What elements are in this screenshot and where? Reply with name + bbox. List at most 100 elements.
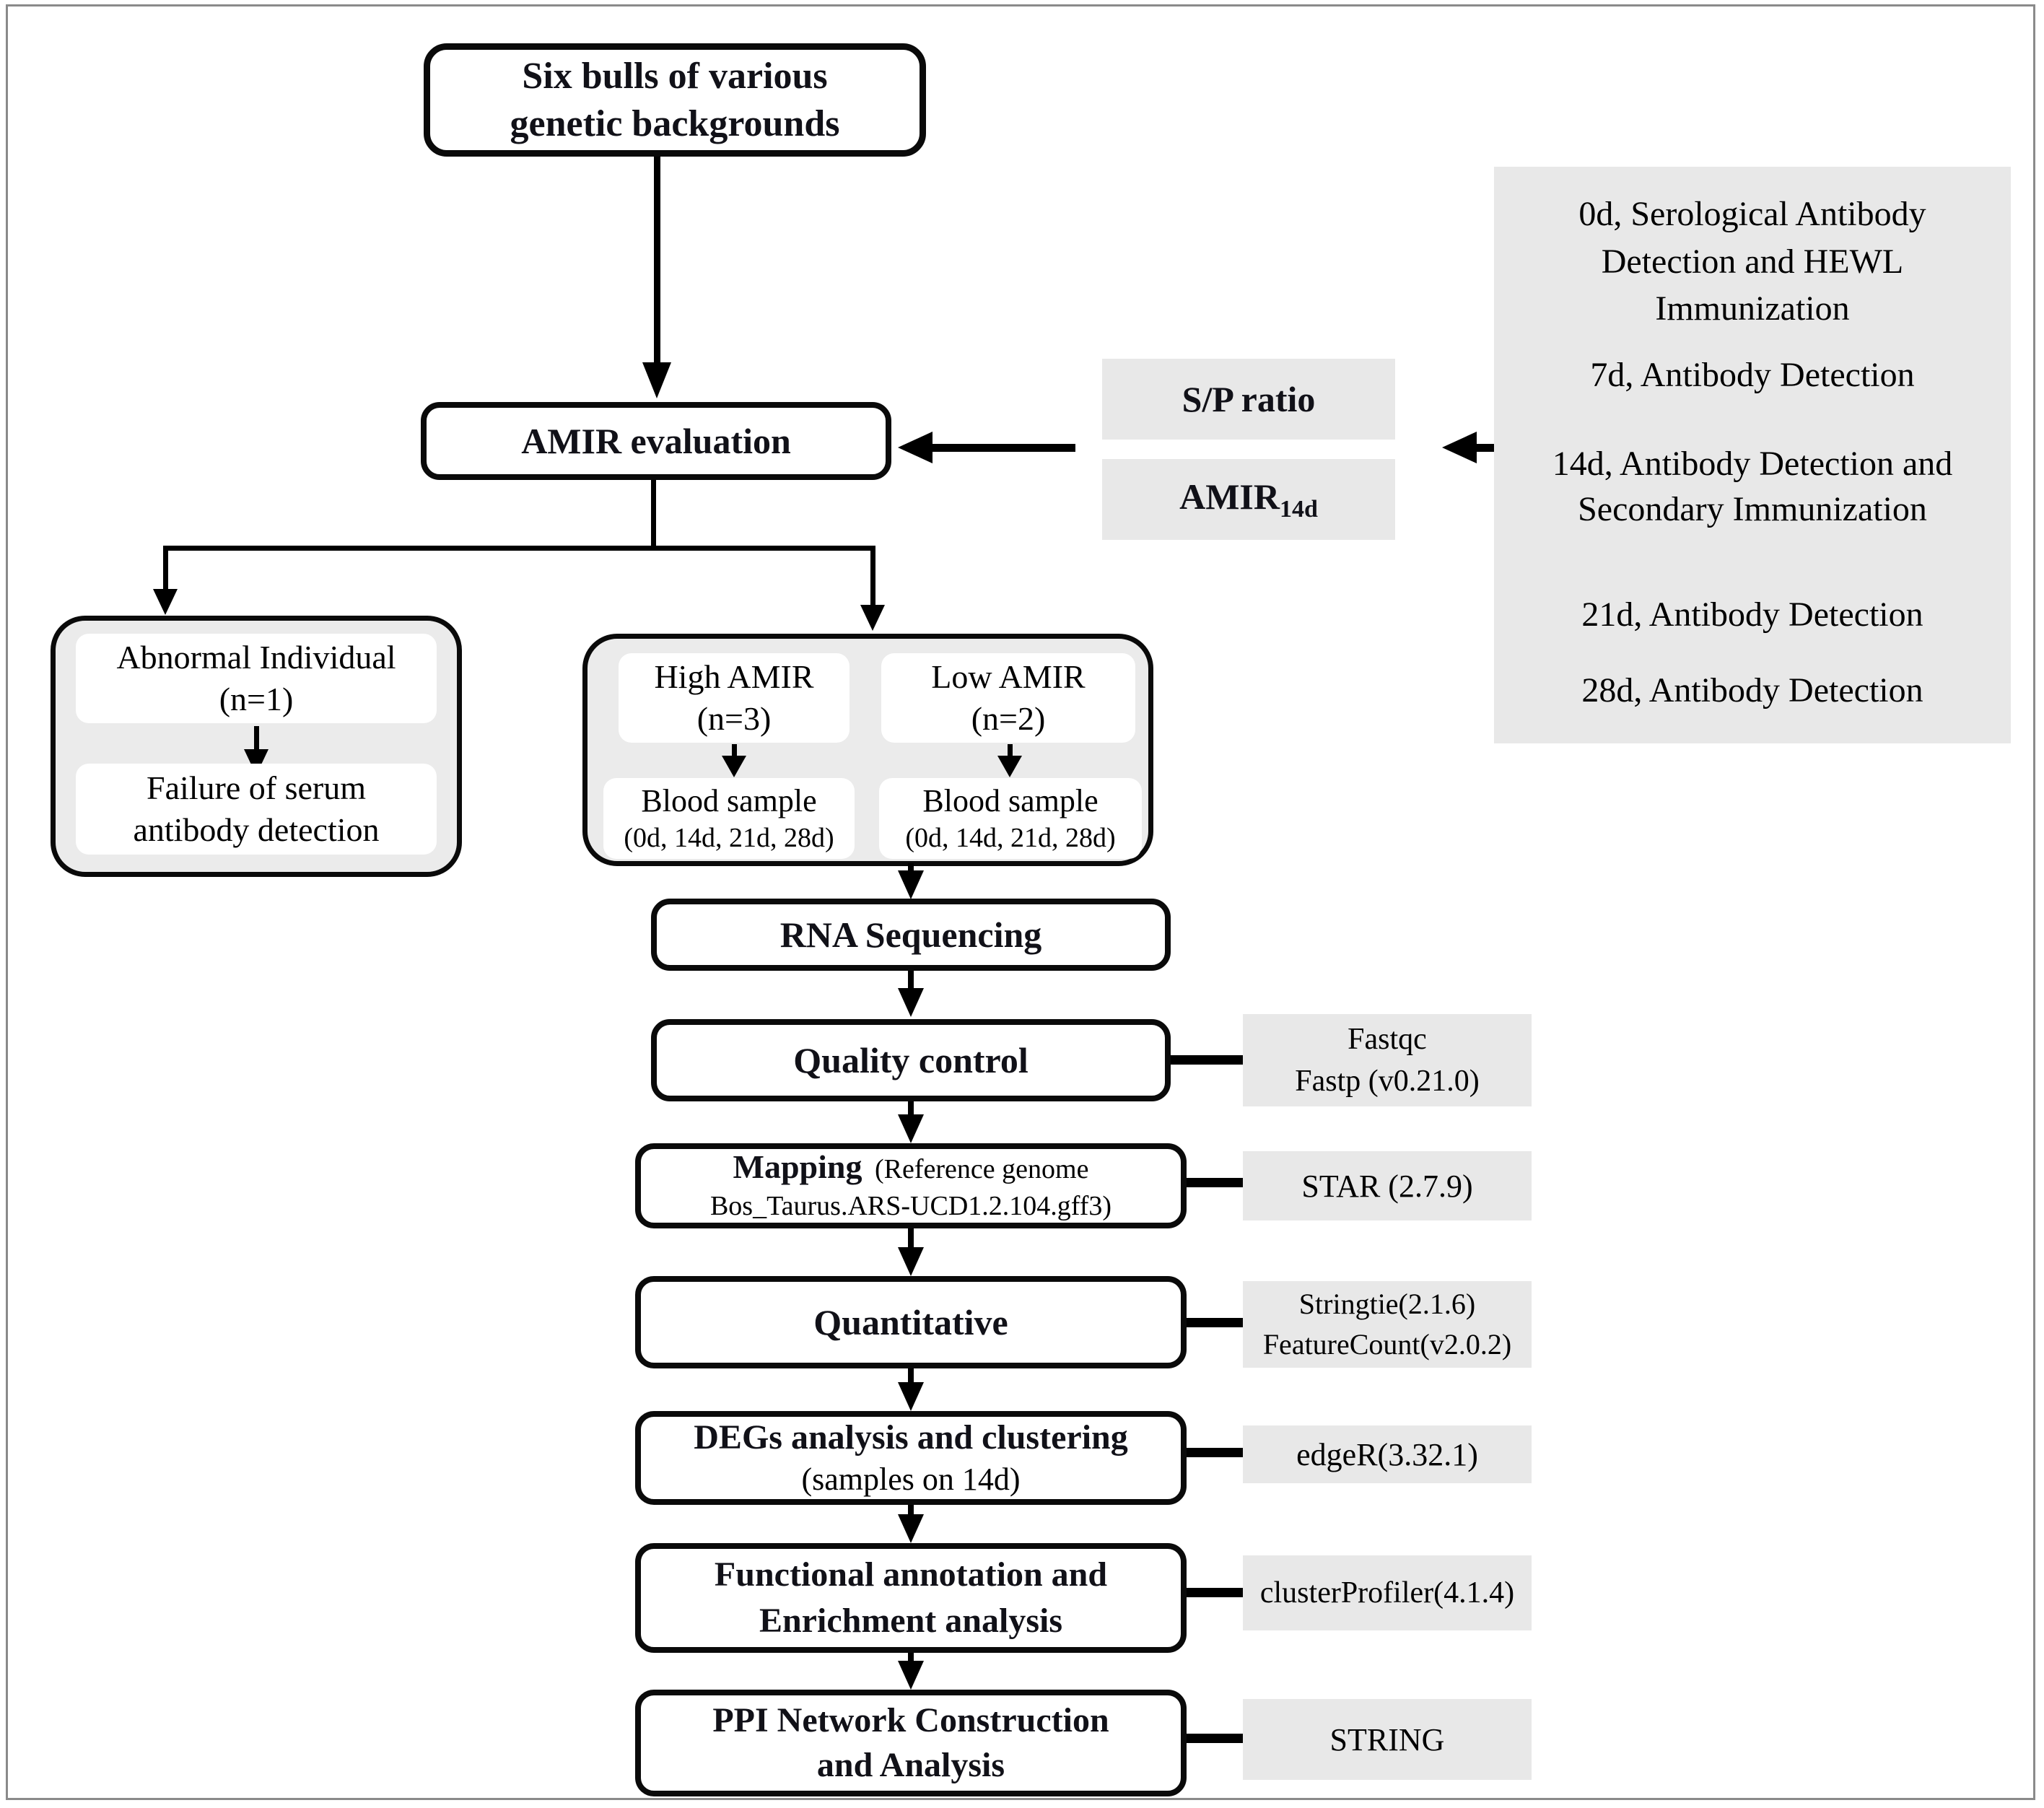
timeline-line-1: Detection and HEWL — [1601, 243, 1904, 281]
amir14d-base: AMIR — [1179, 476, 1280, 517]
low-amir-line1: Low AMIR — [931, 658, 1086, 695]
tool-fastqc-line2: Fastp (v0.21.0) — [1295, 1065, 1480, 1098]
node-rna-label: RNA Sequencing — [779, 914, 1042, 955]
node-low-amir: Low AMIR (n=2) — [881, 653, 1135, 743]
node-six-bulls-line1: Six bulls of various — [522, 55, 828, 97]
arrow-qc-to-map-shaft — [908, 1101, 914, 1116]
arrow-qc-to-map-head — [898, 1114, 924, 1143]
arrow-split-left-head — [153, 589, 178, 615]
connector-degs-tool — [1187, 1448, 1246, 1457]
node-functional-line1: Functional annotation and — [714, 1555, 1108, 1594]
arrow-sp-to-amir-head — [898, 432, 933, 463]
figure-border — [6, 4, 2035, 1800]
node-quantitative: Quantitative — [635, 1276, 1187, 1368]
node-six-bulls: Six bulls of various genetic backgrounds — [424, 43, 926, 157]
node-sp-ratio-label: S/P ratio — [1182, 379, 1316, 419]
tool-stringtie-line1: Stringtie(2.1.6) — [1298, 1288, 1476, 1320]
node-functional-line2: Enrichment analysis — [759, 1602, 1063, 1640]
blood-high-line1: Blood sample — [641, 783, 817, 818]
mapping-label-bold: Mapping — [733, 1148, 862, 1185]
node-amir-evaluation: AMIR evaluation — [421, 402, 891, 480]
tool-fastqc-line1: Fastqc — [1348, 1023, 1427, 1056]
node-quality-control: Quality control — [651, 1019, 1171, 1101]
failure-line2: antibody detection — [133, 811, 380, 848]
arrow-rna-to-qc-shaft — [908, 971, 914, 991]
arrow-panel-to-sp-head — [1442, 432, 1477, 463]
connector-map-tool — [1187, 1178, 1246, 1187]
connector-func-tool — [1187, 1588, 1246, 1597]
blood-low-line2: (0d, 14d, 21d, 28d) — [905, 823, 1116, 853]
arrow-low-blood-head — [997, 756, 1022, 777]
arrow-sixbulls-to-amir-head — [642, 362, 671, 398]
arrow-quant-to-degs-head — [898, 1382, 924, 1411]
split-right-drop — [870, 546, 875, 606]
arrow-split-right-head — [860, 605, 885, 631]
connector-qc-tool — [1171, 1055, 1246, 1065]
group-amir-levels: High AMIR (n=3) Low AMIR (n=2) Blood sam… — [582, 634, 1153, 866]
arrow-func-to-ppi-head — [898, 1661, 924, 1690]
arrow-degs-to-func-shaft — [908, 1505, 914, 1516]
node-mapping-line2: Bos_Taurus.ARS-UCD1.2.104.gff3) — [709, 1190, 1112, 1221]
node-functional: Functional annotation and Enrichment ana… — [635, 1543, 1187, 1653]
arrow-low-blood-shaft — [1008, 744, 1013, 757]
blood-low-line1: Blood sample — [922, 783, 1099, 818]
arrow-degs-to-func-head — [898, 1514, 924, 1543]
connector-ppi-tool — [1187, 1734, 1246, 1743]
arrow-group-to-rna-head — [898, 870, 924, 899]
arrow-sixbulls-to-amir-shaft — [654, 157, 660, 366]
failure-line1: Failure of serum — [146, 769, 367, 806]
timeline-line-5: Secondary Immunization — [1578, 490, 1927, 528]
arrow-high-blood-shaft — [732, 744, 737, 757]
node-ppi-line2: and Analysis — [816, 1746, 1005, 1784]
node-degs-line1: DEGs analysis and clustering — [694, 1418, 1128, 1457]
node-six-bulls-line2: genetic backgrounds — [510, 102, 840, 144]
split-horizontal — [163, 546, 875, 551]
tool-edger: edgeR(3.32.1) — [1243, 1425, 1532, 1483]
node-mapping: Mapping (Reference genome Bos_Taurus.ARS… — [635, 1143, 1187, 1228]
node-mapping-line1: Mapping (Reference genome — [733, 1148, 1089, 1188]
node-ppi-line1: PPI Network Construction — [712, 1701, 1109, 1739]
node-degs-line2: (samples on 14d) — [801, 1462, 1021, 1497]
arrow-func-to-ppi-shaft — [908, 1653, 914, 1663]
arrow-sp-to-amir-shaft — [931, 444, 1075, 452]
amir14d-subscript: 14d — [1279, 496, 1318, 523]
split-vertical-center — [651, 480, 656, 549]
node-sp-ratio: S/P ratio — [1102, 359, 1395, 440]
blood-high-line2: (0d, 14d, 21d, 28d) — [624, 823, 834, 853]
tool-string-label: STRING — [1329, 1721, 1445, 1757]
node-abnormal-individual: Abnormal Individual (n=1) — [76, 634, 437, 723]
tool-star-label: STAR (2.7.9) — [1301, 1168, 1473, 1204]
arrow-quant-to-degs-shaft — [908, 1368, 914, 1384]
tool-stringtie-line2: FeatureCount(v2.0.2) — [1262, 1328, 1512, 1361]
node-amir14d-label: AMIR14d — [1179, 476, 1318, 523]
high-amir-line1: High AMIR — [654, 658, 814, 695]
tool-clusterprofiler: clusterProfiler(4.1.4) — [1243, 1555, 1532, 1630]
arrow-high-blood-head — [722, 756, 746, 777]
arrow-rna-to-qc-head — [898, 988, 924, 1017]
node-ppi: PPI Network Construction and Analysis — [635, 1690, 1187, 1796]
connector-quant-tool — [1187, 1318, 1246, 1327]
arrow-map-to-quant-head — [898, 1247, 924, 1276]
low-amir-line2: (n=2) — [971, 700, 1046, 737]
node-blood-sample-high: Blood sample (0d, 14d, 21d, 28d) — [603, 778, 855, 859]
timeline-line-7: 28d, Antibody Detection — [1581, 671, 1923, 709]
tool-star: STAR (2.7.9) — [1243, 1151, 1532, 1220]
node-failure-detection: Failure of serum antibody detection — [76, 764, 437, 855]
tool-string: STRING — [1243, 1699, 1532, 1780]
node-high-amir: High AMIR (n=3) — [619, 653, 850, 743]
high-amir-line2: (n=3) — [696, 700, 772, 737]
tool-clusterprofiler-label: clusterProfiler(4.1.4) — [1259, 1576, 1515, 1610]
timeline-line-0: 0d, Serological Antibody — [1578, 195, 1926, 233]
node-quant-label: Quantitative — [813, 1302, 1008, 1342]
tool-stringtie: Stringtie(2.1.6) FeatureCount(v2.0.2) — [1243, 1281, 1532, 1368]
timeline-line-2: Immunization — [1655, 289, 1850, 328]
group-abnormal: Abnormal Individual (n=1) Failure of ser… — [51, 616, 462, 877]
node-amir14d: AMIR14d — [1102, 459, 1395, 540]
timeline-line-6: 21d, Antibody Detection — [1581, 595, 1923, 634]
timeline-line-4: 14d, Antibody Detection and — [1552, 445, 1953, 483]
arrow-map-to-quant-shaft — [908, 1228, 914, 1249]
timeline-line-3: 7d, Antibody Detection — [1590, 356, 1915, 394]
node-degs: DEGs analysis and clustering (samples on… — [635, 1411, 1187, 1505]
node-amir-evaluation-label: AMIR evaluation — [521, 421, 791, 461]
